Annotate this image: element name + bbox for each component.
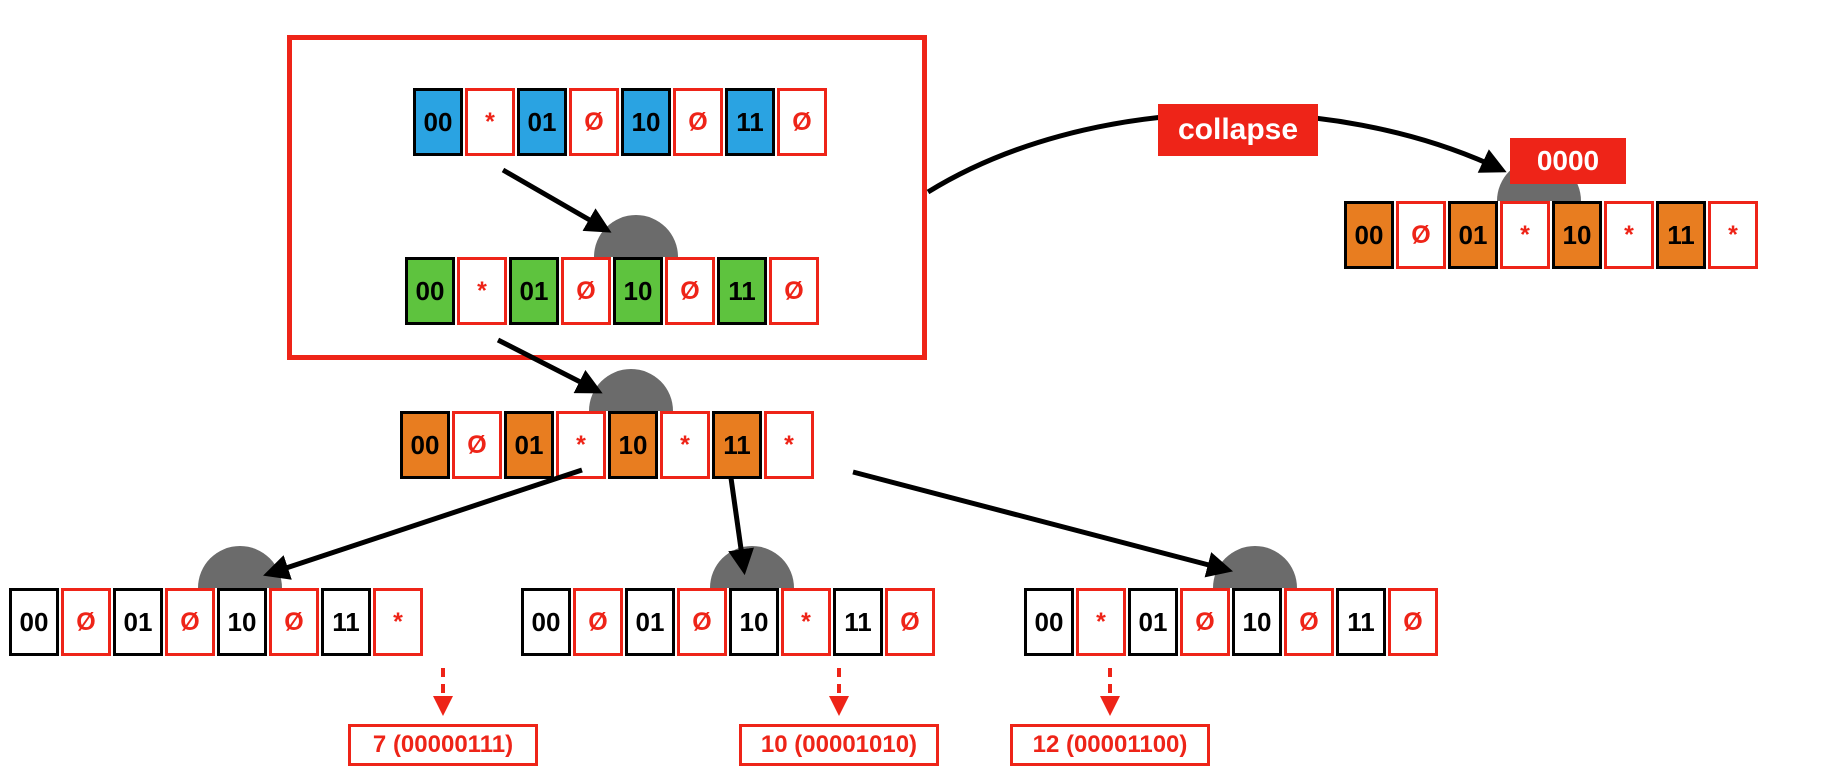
value-cell: Ø [573, 588, 623, 656]
node-leaf-right: 00 * 01 Ø 10 Ø 11 Ø [1024, 588, 1438, 656]
key-cell: 01 [113, 588, 163, 656]
key-cell: 10 [621, 88, 671, 156]
value-cell: * [1076, 588, 1126, 656]
node-collapsed: 00 Ø 01 * 10 * 11 * [1344, 201, 1758, 269]
key-cell: 10 [1552, 201, 1602, 269]
leaf-value-left: 7 (00000111) [348, 724, 538, 766]
key-cell: 11 [833, 588, 883, 656]
value-cell: * [465, 88, 515, 156]
node-leaf-left: 00 Ø 01 Ø 10 Ø 11 * [9, 588, 423, 656]
collapse-group-box [287, 35, 927, 360]
key-cell: 10 [608, 411, 658, 479]
value-cell: Ø [677, 588, 727, 656]
key-cell: 10 [217, 588, 267, 656]
node-level3: 00 Ø 01 * 10 * 11 * [400, 411, 814, 479]
key-cell: 01 [1128, 588, 1178, 656]
value-cell: * [781, 588, 831, 656]
value-cell: Ø [569, 88, 619, 156]
value-cell: * [764, 411, 814, 479]
value-cell: Ø [1396, 201, 1446, 269]
value-cell: * [1500, 201, 1550, 269]
value-cell: Ø [269, 588, 319, 656]
key-cell: 11 [1656, 201, 1706, 269]
key-cell: 11 [321, 588, 371, 656]
value-cell: * [556, 411, 606, 479]
key-cell: 11 [717, 257, 767, 325]
leaf-value-mid: 10 (00001010) [739, 724, 939, 766]
node-leaf-mid: 00 Ø 01 Ø 10 * 11 Ø [521, 588, 935, 656]
value-cell: * [1604, 201, 1654, 269]
value-cell: * [1708, 201, 1758, 269]
value-cell: Ø [1284, 588, 1334, 656]
arrow-level3-to-leaf-left [263, 467, 583, 580]
key-cell: 10 [1232, 588, 1282, 656]
value-cell: Ø [165, 588, 215, 656]
prefix-0000-box: 0000 [1510, 138, 1626, 184]
key-cell: 01 [1448, 201, 1498, 269]
pointer-hump-leaf-left [198, 546, 282, 588]
value-cell: Ø [1388, 588, 1438, 656]
value-cell: Ø [61, 588, 111, 656]
value-cell: Ø [1180, 588, 1230, 656]
value-cell: Ø [777, 88, 827, 156]
value-cell: * [457, 257, 507, 325]
pointer-hump-leaf-right [1213, 546, 1297, 588]
node-level2: 00 * 01 Ø 10 Ø 11 Ø [405, 257, 819, 325]
node-root: 00 * 01 Ø 10 Ø 11 Ø [413, 88, 827, 156]
key-cell: 00 [1024, 588, 1074, 656]
value-cell: Ø [885, 588, 935, 656]
key-cell: 01 [509, 257, 559, 325]
key-cell: 01 [504, 411, 554, 479]
key-cell: 10 [613, 257, 663, 325]
collapse-label: collapse [1158, 104, 1318, 156]
key-cell: 00 [521, 588, 571, 656]
key-cell: 01 [517, 88, 567, 156]
pointer-hump-level3 [589, 369, 673, 411]
value-cell: Ø [665, 257, 715, 325]
value-cell: Ø [769, 257, 819, 325]
leaf-value-right: 12 (00001100) [1010, 724, 1210, 766]
key-cell: 00 [400, 411, 450, 479]
value-cell: * [373, 588, 423, 656]
value-cell: Ø [673, 88, 723, 156]
key-cell: 11 [712, 411, 762, 479]
key-cell: 00 [405, 257, 455, 325]
value-cell: Ø [452, 411, 502, 479]
arrow-level3-to-leaf-right [852, 469, 1234, 578]
key-cell: 11 [1336, 588, 1386, 656]
value-cell: * [660, 411, 710, 479]
key-cell: 00 [1344, 201, 1394, 269]
key-cell: 00 [9, 588, 59, 656]
pointer-hump-leaf-mid [710, 546, 794, 588]
value-cell: Ø [561, 257, 611, 325]
key-cell: 10 [729, 588, 779, 656]
key-cell: 11 [725, 88, 775, 156]
key-cell: 00 [413, 88, 463, 156]
key-cell: 01 [625, 588, 675, 656]
